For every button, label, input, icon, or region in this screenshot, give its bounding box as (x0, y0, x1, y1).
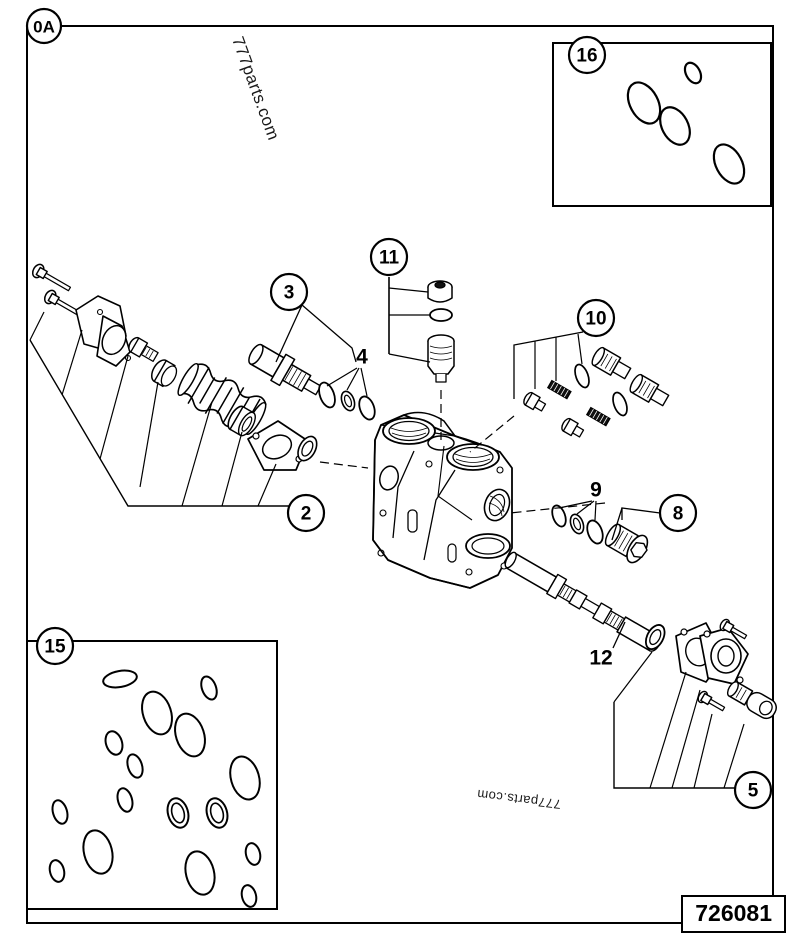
callout-10[interactable]: 10 (576, 298, 616, 338)
callout-2[interactable]: 2 (286, 493, 326, 533)
group-3-parts (248, 304, 357, 396)
label-4: 4 (356, 346, 368, 369)
callout-3[interactable]: 3 (269, 272, 309, 312)
inset-box-15 (26, 640, 278, 910)
callout-11[interactable]: 11 (369, 237, 409, 277)
plain-number-labels: 4 9 12 (356, 346, 613, 670)
group-4-parts (318, 367, 376, 421)
part-number-box: 726081 (681, 895, 786, 933)
group-9-parts (551, 500, 604, 545)
inset-box-16 (552, 42, 772, 207)
callout-5-label: 5 (748, 781, 759, 802)
callout-0A[interactable]: 0A (25, 7, 63, 45)
callout-15-label: 15 (44, 637, 66, 658)
callout-5[interactable]: 5 (733, 770, 773, 810)
callout-8-label: 8 (673, 504, 684, 525)
valve-body (372, 411, 513, 589)
callout-15[interactable]: 15 (35, 626, 75, 666)
group-5-parts (613, 618, 777, 789)
callout-11-label: 11 (379, 248, 400, 269)
group-12-spool (504, 551, 662, 652)
group-8-parts (509, 502, 661, 564)
diagram-frame (26, 25, 774, 924)
group-10-parts (469, 331, 670, 453)
callout-markers: 0A 16 15 11 3 10 (25, 7, 773, 810)
label-12: 12 (589, 647, 612, 670)
label-9: 9 (590, 479, 602, 502)
group-2-parts (29, 263, 369, 507)
callout-2-label: 2 (301, 504, 312, 525)
callout-8[interactable]: 8 (658, 493, 698, 533)
group-11-parts (388, 277, 455, 440)
callout-10-label: 10 (585, 309, 606, 330)
callout-16[interactable]: 16 (567, 35, 607, 75)
callout-3-label: 3 (284, 283, 295, 304)
callout-0A-label: 0A (33, 18, 55, 37)
callout-16-label: 16 (576, 46, 597, 67)
